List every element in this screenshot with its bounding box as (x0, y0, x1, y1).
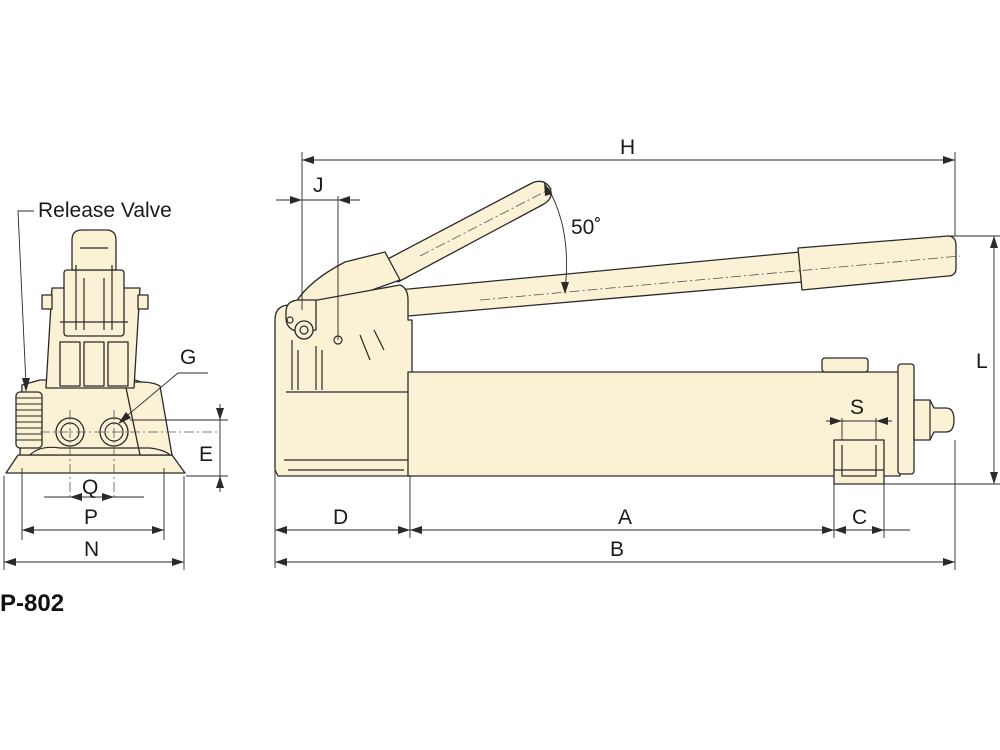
h-label: H (620, 136, 635, 159)
d-label: D (333, 506, 348, 529)
p-label: P (84, 506, 98, 529)
side-view (274, 180, 961, 485)
front-side-pin-left (41, 294, 53, 310)
q-label: Q (82, 476, 98, 499)
release-valve-leader (17, 210, 34, 392)
front-handle-socket (71, 229, 117, 271)
h-dimension (301, 152, 956, 310)
a-label: A (618, 506, 632, 529)
q-dimension (44, 493, 144, 501)
j-label: J (313, 174, 324, 197)
l-dimension (884, 235, 1000, 485)
front-side-pin-right (137, 294, 149, 310)
front-window-3 (107, 341, 129, 387)
front-base-plate (5, 454, 186, 474)
front-window-2 (83, 341, 105, 387)
angle-dimension (544, 182, 569, 294)
handle-grip (797, 235, 957, 291)
front-pivot-bracket (63, 269, 125, 337)
front-view (5, 229, 220, 500)
j-dimension (276, 196, 360, 340)
reservoir-cylinder (407, 371, 901, 477)
release-valve-label: Release Valve (38, 199, 172, 222)
g-leader (118, 372, 208, 424)
p-dimension (21, 468, 165, 540)
end-flange (897, 363, 915, 475)
c-label: C (852, 506, 867, 529)
raised-handle (381, 180, 552, 283)
end-plug (913, 399, 955, 441)
pivot-pin (294, 320, 314, 340)
front-window-1 (59, 341, 81, 387)
s-label: S (850, 396, 864, 419)
angle-label: 50˚ (571, 216, 601, 239)
s-dimension (826, 417, 892, 440)
l-label: L (976, 350, 988, 373)
e-dimension (130, 404, 228, 492)
dac-dimension (274, 470, 910, 568)
b-dimension (275, 440, 956, 570)
lowered-handle-bar (397, 251, 803, 317)
b-label: B (610, 538, 624, 561)
model-label: P-802 (0, 590, 64, 617)
release-valve-knob (15, 391, 43, 449)
n-dimension (3, 476, 185, 570)
n-label: N (84, 538, 99, 561)
e-label: E (199, 443, 213, 466)
filler-cap (821, 357, 869, 373)
g-label: G (180, 346, 196, 369)
